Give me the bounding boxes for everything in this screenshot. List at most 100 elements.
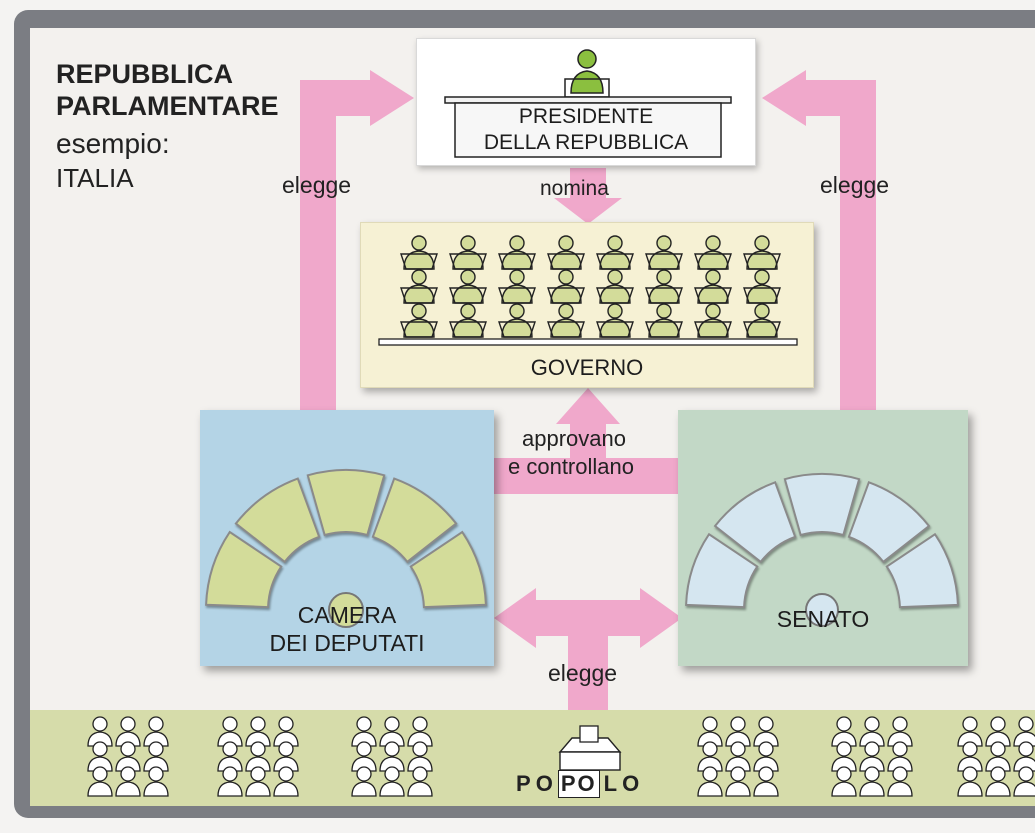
arrow-approvano-shaft — [570, 420, 606, 494]
popolo-letter: P — [560, 771, 578, 796]
citizen-icon — [273, 716, 299, 747]
camera-node: CAMERA DEI DEPUTATI — [200, 410, 494, 666]
hemicycle-seat-block — [713, 481, 797, 564]
president-figure-icon — [444, 49, 732, 158]
presidente-label-line1: PRESIDENTE — [518, 105, 654, 128]
minister-icon — [645, 269, 683, 304]
citizen-icon — [217, 716, 243, 747]
minister-icon — [596, 269, 634, 304]
camera-label-line1: CAMERA — [297, 602, 397, 628]
camera-hemicycle-icon — [205, 469, 487, 628]
camera-label-line2: DEI DEPUTATI — [269, 630, 425, 656]
citizen-icon — [217, 766, 243, 797]
arrow-nomina — [554, 168, 622, 224]
popolo-label: P O PO L O — [516, 766, 644, 802]
citizen-icon — [351, 741, 377, 772]
senato-hemicycle-icon — [685, 473, 959, 627]
diagram-title-line1: REPUBBLICA — [56, 59, 234, 89]
governo-bench — [378, 338, 798, 346]
minister-icon — [400, 269, 438, 304]
citizen-icon — [985, 716, 1011, 747]
popolo-node: P O PO L O — [30, 710, 1035, 806]
citizen-icon — [753, 741, 779, 772]
minister-icon — [498, 303, 536, 338]
minister-icon — [547, 269, 585, 304]
hemicycle-center — [328, 592, 364, 628]
citizen-icon — [143, 716, 169, 747]
citizen-icon — [245, 741, 271, 772]
minister-icon — [547, 303, 585, 338]
minister-icon — [449, 269, 487, 304]
minister-icon — [547, 235, 585, 270]
citizen-icon — [115, 741, 141, 772]
citizen-icon — [115, 716, 141, 747]
edge-label-approvano: approvano — [522, 426, 626, 451]
citizen-icon — [407, 716, 433, 747]
citizen-icon — [379, 716, 405, 747]
popolo-letter: L — [603, 771, 623, 796]
citizen-icon — [859, 741, 885, 772]
citizen-icon — [887, 766, 913, 797]
citizen-icon — [859, 766, 885, 797]
presidente-node: PRESIDENTE DELLA REPUBBLICA — [416, 38, 756, 166]
citizen-icon — [697, 716, 723, 747]
citizen-icon — [351, 766, 377, 797]
hemicycle-seat-block — [847, 481, 931, 564]
minister-icon — [449, 303, 487, 338]
citizen-icon — [87, 716, 113, 747]
minister-icon — [694, 235, 732, 270]
citizen-icon — [725, 766, 751, 797]
minister-icon — [449, 235, 487, 270]
citizen-icon — [115, 766, 141, 797]
hemicycle-center — [805, 593, 839, 627]
edge-label-controllano: e controllano — [508, 454, 634, 479]
citizen-icon — [1013, 716, 1035, 747]
arrow-senato-presidente-head — [762, 70, 806, 126]
citizen-icon — [985, 741, 1011, 772]
citizen-icon — [831, 716, 857, 747]
edge-label-elegge-right: elegge — [820, 172, 890, 198]
arrow-camera-presidente-head — [370, 70, 414, 126]
citizen-icon — [379, 766, 405, 797]
senato-label: SENATO — [776, 606, 870, 632]
edge-label-nomina: nomina — [540, 177, 609, 200]
governo-node: GOVERNO — [360, 222, 814, 388]
citizen-icon — [351, 716, 377, 747]
hemicycle-seat-block — [205, 530, 283, 609]
arrow-camera-presidente-shaft — [300, 98, 336, 413]
citizen-icon — [831, 741, 857, 772]
arrow-popolo-bar — [530, 600, 646, 636]
minister-icon — [694, 303, 732, 338]
minister-icon — [694, 269, 732, 304]
hemicycle-seat-block — [234, 477, 321, 564]
citizen-icon — [753, 766, 779, 797]
governo-label: GOVERNO — [530, 355, 644, 380]
minister-icon — [645, 303, 683, 338]
citizen-icon — [379, 741, 405, 772]
popolo-letter: P — [516, 771, 536, 796]
minister-icon — [596, 303, 634, 338]
arrow-senato-presidente-top — [802, 80, 876, 116]
citizen-icon — [831, 766, 857, 797]
citizen-icon — [143, 766, 169, 797]
citizen-icon — [957, 741, 983, 772]
minister-icon — [498, 235, 536, 270]
popolo-letter: O — [577, 771, 597, 796]
arrow-popolo-camera-head — [494, 588, 536, 648]
citizen-icon — [697, 766, 723, 797]
citizen-icon — [725, 716, 751, 747]
hemicycle-seat-block — [306, 469, 386, 537]
diagram-subtitle: esempio: — [56, 128, 170, 159]
popolo-citizens-icon — [87, 716, 1035, 797]
citizen-icon — [859, 716, 885, 747]
minister-icon — [645, 235, 683, 270]
citizen-icon — [407, 741, 433, 772]
citizen-icon — [87, 766, 113, 797]
minister-icon — [743, 269, 781, 304]
popolo-letter: O — [622, 771, 645, 796]
citizen-icon — [887, 716, 913, 747]
minister-icon — [743, 303, 781, 338]
arrow-camera-presidente-top — [300, 80, 375, 116]
